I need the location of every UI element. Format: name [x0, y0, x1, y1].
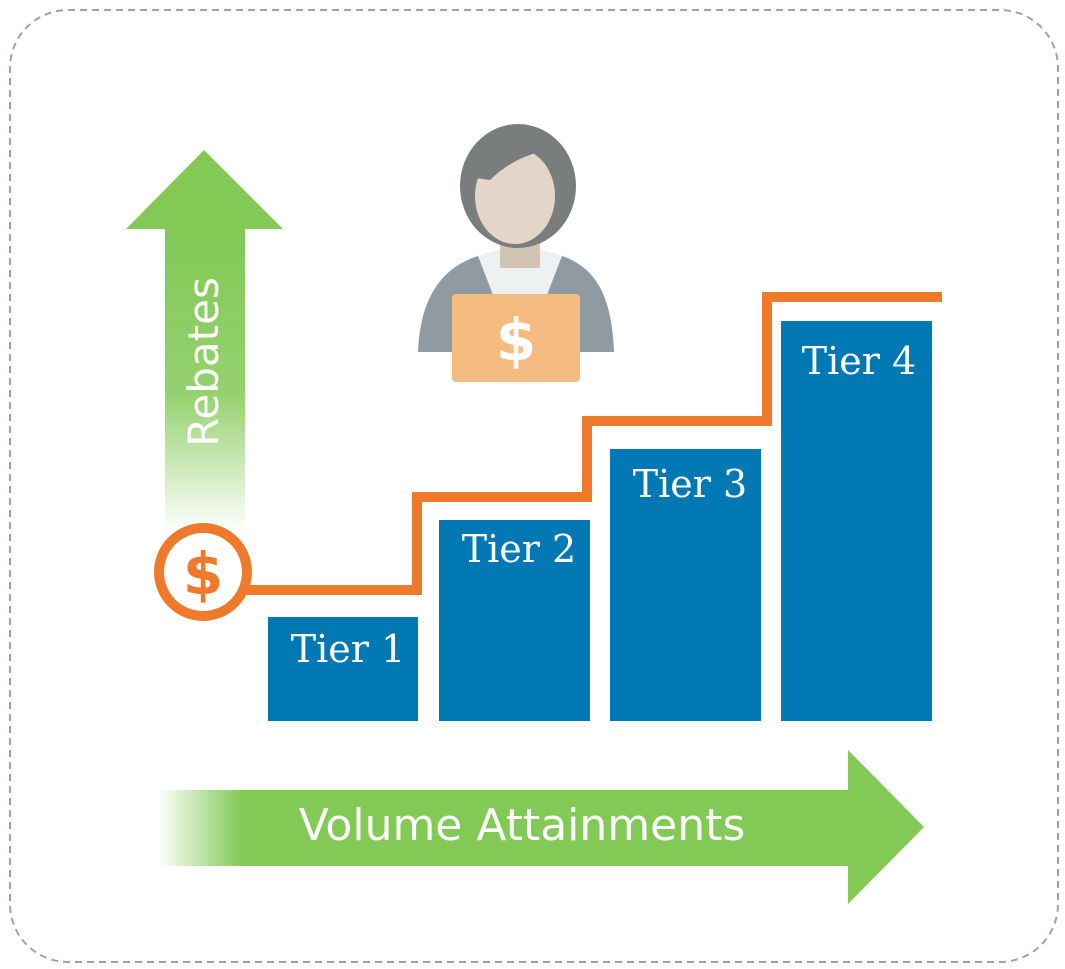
- tier-1-label: Tier 1: [291, 627, 405, 671]
- volume-arrow: Volume Attainments: [158, 750, 924, 904]
- tier-2-bar: [439, 520, 590, 721]
- tier-4-label: Tier 4: [802, 339, 916, 383]
- frame-border: [9, 9, 1059, 963]
- tier-2-label: Tier 2: [462, 527, 576, 571]
- tier-bars: Tier 1 Tier 2 Tier 3 Tier 4: [268, 321, 932, 721]
- volume-attainments-label: Volume Attainments: [299, 800, 746, 851]
- laptop: [452, 294, 580, 382]
- tier-1-bar: [268, 617, 418, 721]
- tier-4-bar: [781, 321, 932, 721]
- person-with-laptop-icon: $: [418, 124, 614, 382]
- laptop-dollar-symbol: $: [496, 306, 536, 374]
- rebates-label: Rebates: [179, 277, 228, 447]
- tier-3-label: Tier 3: [633, 462, 747, 506]
- rebate-coin-icon: $: [154, 523, 252, 621]
- tier-3-bar: [610, 449, 761, 721]
- rebate-step-line: [240, 292, 942, 595]
- rebates-arrow: Rebates: [126, 150, 283, 532]
- rebate-dollar-symbol: $: [183, 540, 223, 608]
